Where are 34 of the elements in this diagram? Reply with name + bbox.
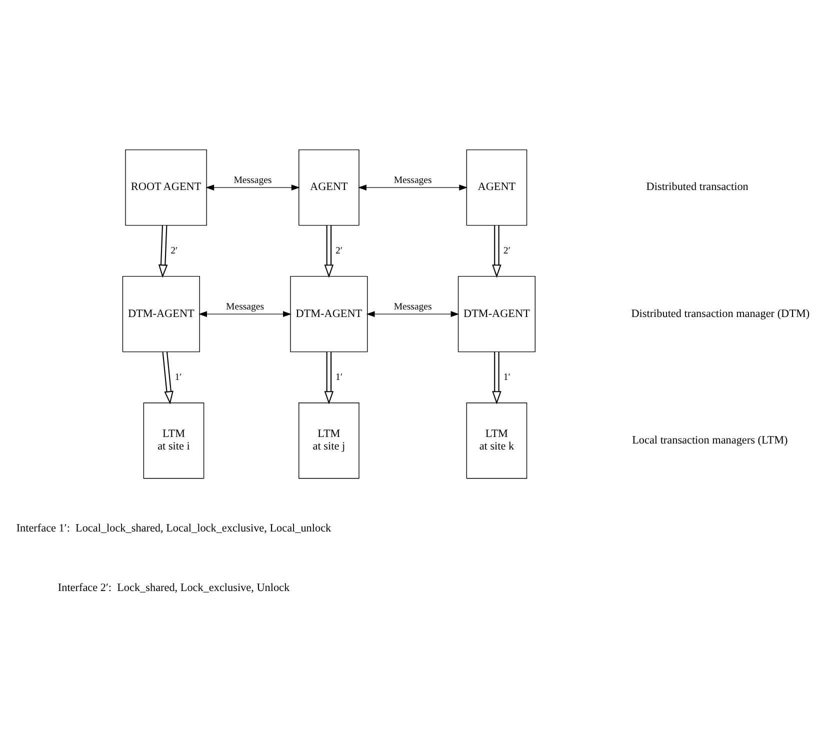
- label: Interface 1′: Local_lock_shared, Local_lock_exclusive, Local_unlock: [16, 522, 332, 534]
- node-box: DTM-AGENT: [458, 275, 536, 352]
- edge-label: Messages: [394, 174, 432, 186]
- arrow: [198, 310, 292, 317]
- node-box: AGENT: [466, 148, 528, 226]
- arrow: [358, 184, 468, 190]
- arrow: [324, 224, 334, 278]
- edge-label: Messages: [394, 300, 432, 312]
- arrow: [492, 224, 502, 278]
- node-box: LTM at site j: [298, 402, 360, 478]
- edge-label: 2′: [503, 244, 510, 256]
- node-box: DTM-AGENT: [122, 275, 200, 352]
- edge-label: 1′: [174, 371, 182, 382]
- node-box: LTM at site i: [143, 402, 204, 478]
- label: Distributed transaction: [646, 180, 748, 193]
- node-box: ROOT AGENT: [125, 148, 207, 226]
- edge-label: 1′: [336, 371, 343, 382]
- arrow: [324, 351, 334, 404]
- edge-label: 2′: [170, 244, 178, 256]
- node-box: DTM-AGENT: [290, 275, 368, 352]
- node-box: LTM at site k: [466, 402, 528, 478]
- edge-label: Messages: [234, 174, 272, 186]
- label: Distributed transaction manager (DTM): [631, 307, 810, 320]
- label: Local transaction managers (LTM): [632, 434, 788, 446]
- node-box: AGENT: [298, 148, 360, 226]
- edge-label: Messages: [226, 300, 264, 312]
- edge-label: 1′: [503, 371, 510, 382]
- arrow: [366, 310, 460, 317]
- arrow: [492, 351, 502, 404]
- arrow: [162, 351, 174, 404]
- label: Interface 2′: Lock_shared, Lock_exclusive, Unlock: [58, 581, 290, 594]
- arrow: [158, 224, 168, 278]
- edge-label: 2′: [336, 244, 343, 256]
- arrow: [206, 184, 300, 190]
